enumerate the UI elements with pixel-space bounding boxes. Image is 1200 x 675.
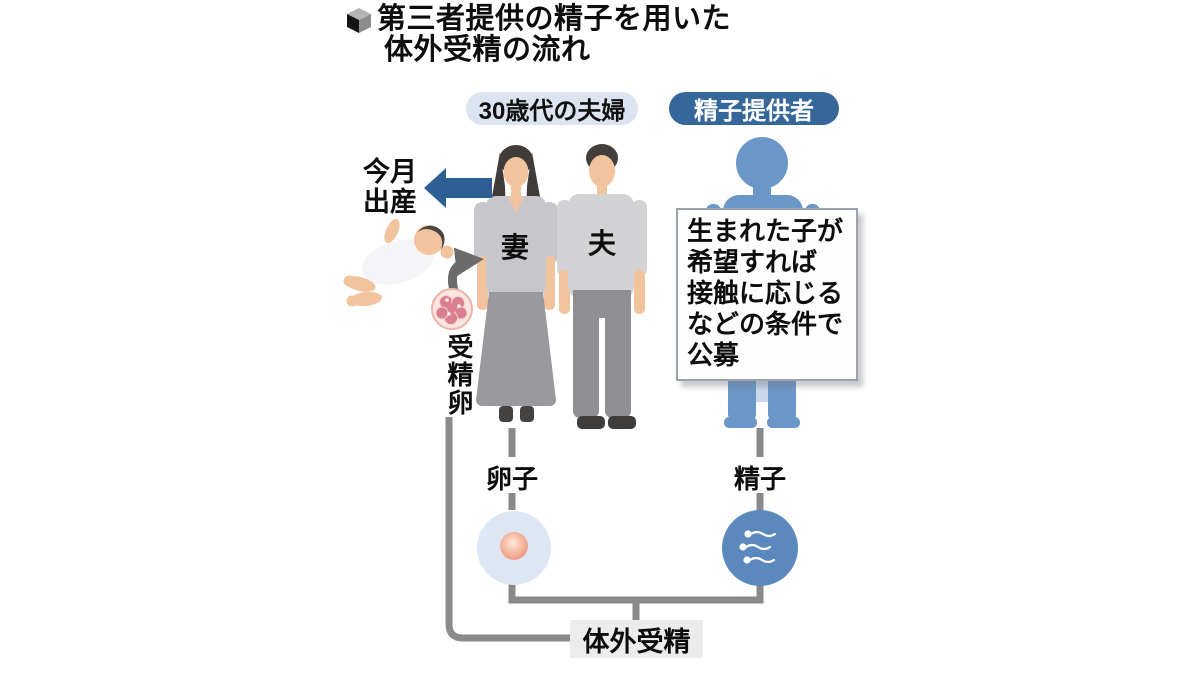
condition-line-3: 接触に応じる <box>687 278 844 308</box>
condition-line-1: 生まれた子が <box>687 216 844 246</box>
left-arrow-icon <box>424 168 492 208</box>
cube-icon <box>347 8 371 33</box>
embryo-label: 受精卵 <box>444 333 474 417</box>
condition-line-5: 公募 <box>687 340 740 370</box>
baby-illustration <box>343 218 454 307</box>
birth-note-line1: 今月 <box>363 157 417 187</box>
husband-figure <box>557 144 647 429</box>
donor-header-pill: 精子提供者 <box>669 92 839 125</box>
title-line-2: 体外受精の流れ <box>384 34 591 66</box>
sperm-circle-illustration <box>722 510 798 586</box>
egg-circle-illustration <box>477 511 551 585</box>
embryo-illustration <box>431 288 473 330</box>
ivf-process-box: 体外受精 <box>570 620 703 658</box>
flow-connector-lines <box>445 417 764 642</box>
sperm-label: 精子 <box>734 464 787 494</box>
title-line-1: 第三者提供の精子を用いた <box>377 3 732 35</box>
condition-line-4: などの条件で <box>687 309 844 339</box>
husband-label: 夫 <box>588 228 617 259</box>
wife-label: 妻 <box>501 232 530 263</box>
egg-label: 卵子 <box>486 464 539 494</box>
condition-line-2: 希望すれば <box>687 247 818 277</box>
birth-note-line2: 出産 <box>363 187 417 217</box>
couple-header-pill: 30歳代の夫婦 <box>466 92 638 125</box>
donor-conditions-box: 生まれた子が 希望すれば 接触に応じる などの条件で 公募 <box>676 208 858 381</box>
wife-figure <box>474 145 558 422</box>
